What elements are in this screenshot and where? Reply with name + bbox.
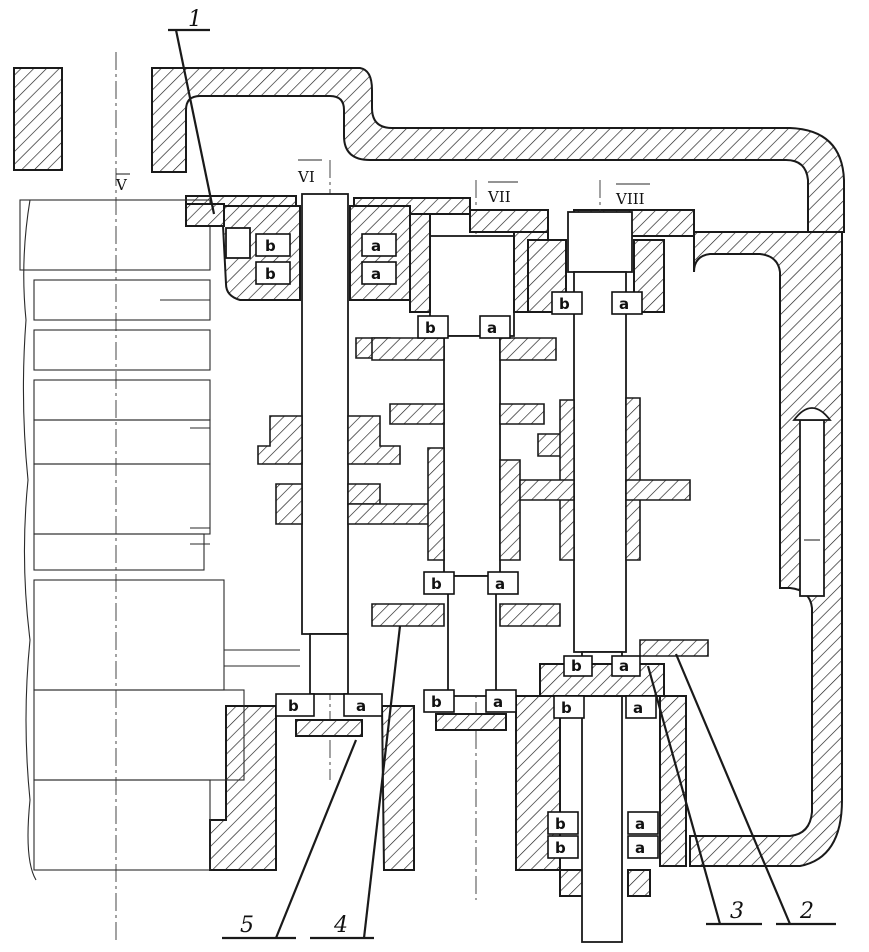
shaft-label-vii: VII [487,181,518,206]
callout-3: 3 [646,665,762,926]
shaft-label-viii: VIII [615,183,650,208]
bearing-viii-mid-1: b [563,655,593,677]
bearing-mark: a [371,265,381,283]
bearing-mark: a [635,839,645,857]
bearing-mark: b [425,319,436,337]
bearing-mark: b [288,697,299,715]
bearing-mark: b [571,657,582,675]
bearing-vii-top-2: a [479,315,511,339]
bearing-vii-top-1: b [417,315,449,339]
callout-3-text: 3 [730,899,744,924]
bearing-viii-top-2: a [611,291,643,315]
housing-right-wall [689,231,843,867]
bearing-mark: b [431,575,442,593]
callout-5: 5 [222,739,358,940]
bearing-mark: a [371,237,381,255]
bearing-mark: a [356,697,366,715]
callout-2-text: 2 [799,899,814,924]
callout-2: 2 [674,653,836,926]
housing-top-wall [13,67,845,237]
bearing-viii-top-1: b [551,291,583,315]
bearing-viii-bottom-2: b [547,835,579,859]
callout-4-text: 4 [333,913,348,938]
bearing-vii-mid-1: b [423,571,455,595]
bearing-mark: a [493,693,503,711]
bearing-mark: b [555,815,566,833]
spindle-v [19,199,300,881]
bearing-vi-bottom-seal [295,719,363,737]
bearing-mark: a [619,295,629,313]
bearing-vi-bottom-1: b [275,693,315,717]
bearing-viii-mid-4: a [625,695,657,719]
bearing-vi-top-4: a [361,261,397,285]
bearing-viii-bottom-3: a [627,811,659,835]
bearing-vii-bottom-1: b [423,689,455,713]
bearing-vi-top-2: b [255,261,291,285]
shaft-vii [371,209,561,697]
bearing-mark: b [561,699,572,717]
bearing-viii-mid-2: a [611,655,641,677]
bearing-mark: a [633,699,643,717]
callout-5-text: 5 [240,913,254,938]
bearing-viii-bottom-4: a [627,835,659,859]
bearing-viii-mid-3: b [553,695,585,719]
shaft-label-v-text: V [115,176,128,194]
shaft-viii [519,211,709,943]
shaft-label-v: V [115,173,130,194]
bearing-vi-bottom-2: a [343,693,383,717]
bearing-mark: b [265,237,276,255]
bearing-mark: a [495,575,505,593]
callout-1-text: 1 [188,7,202,32]
shaft-label-viii-text: VIII [615,190,645,208]
bearing-mark: a [619,657,629,675]
shaft-label-vii-text: VII [487,188,511,206]
bearing-vii-bottom-2: a [485,689,517,713]
bearing-viii-bottom-1: b [547,811,579,835]
bearing-mark: b [431,693,442,711]
bearing-mark: a [635,815,645,833]
bearing-vi-top-1: b [255,233,291,257]
bearing-mark: b [555,839,566,857]
bearing-mark: a [487,319,497,337]
shaft-label-vi: VI [297,159,322,186]
bearing-mark: b [559,295,570,313]
bearing-mark: b [265,265,276,283]
callout-1: 1 [168,7,216,215]
bearing-vi-top-3: a [361,233,397,257]
bearing-vii-mid-2: a [487,571,519,595]
shaft-label-vi-text: VI [297,168,315,186]
bearing-vii-bottom-seal [435,713,507,731]
callout-4: 4 [310,625,402,940]
